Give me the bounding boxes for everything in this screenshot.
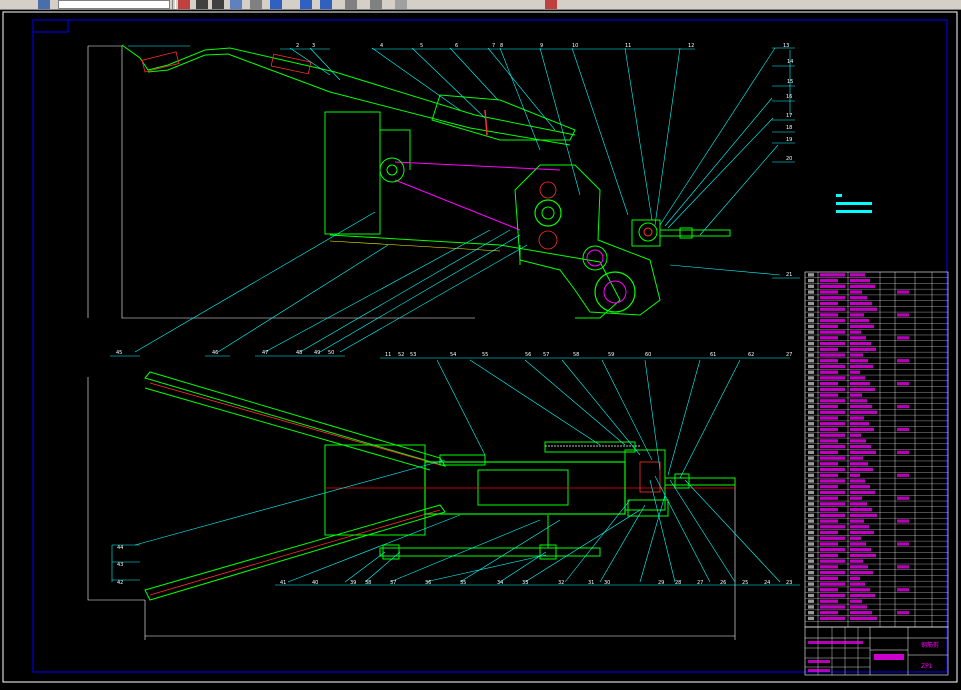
balloon-19: 19: [786, 137, 792, 143]
draw-icon[interactable]: [178, 0, 190, 9]
layer-dropdown[interactable]: [58, 0, 170, 9]
balloon-b-40: 40: [312, 580, 318, 586]
balloon-45: 45: [116, 350, 122, 356]
top-view: 2 3 4 5 6 7 8 9 10 11 12 13 14 15 16 17 …: [87, 43, 800, 357]
balloon-b-31: 31: [588, 580, 594, 586]
balloon-b-26: 26: [720, 580, 726, 586]
cad-toolbar: [0, 0, 961, 10]
balloon-b-53: 53: [410, 352, 416, 358]
title-block: 钢筋剪 ZP1: [804, 626, 949, 676]
balloon-b-52: 52: [398, 352, 404, 358]
bottom-view: 11 52 53 54 55 56 57 58 59 60 61 62 27 4…: [87, 352, 800, 640]
drawing-number: ZP1: [921, 663, 933, 670]
match-icon[interactable]: [300, 0, 312, 9]
balloon-b-27b: 27: [697, 580, 703, 586]
balloon-49: 49: [314, 350, 320, 356]
cad-drawing-canvas[interactable]: 2 3 4 5 6 7 8 9 10 11 12 13 14 15 16 17 …: [0, 10, 961, 686]
balloon-21: 21: [786, 272, 792, 278]
assembly-drawing: 2 3 4 5 6 7 8 9 10 11 12 13 14 15 16 17 …: [2, 11, 958, 683]
redo-icon[interactable]: [212, 0, 224, 9]
zoom-icon[interactable]: [230, 0, 242, 9]
balloon-2: 2: [296, 43, 299, 49]
balloon-b-24: 24: [764, 580, 770, 586]
undo-icon[interactable]: [196, 0, 208, 9]
balloon-b-56: 56: [525, 352, 531, 358]
polyline-icon[interactable]: [395, 0, 407, 9]
sheet-border: [2, 11, 958, 683]
balloon-b-42: 42: [117, 580, 123, 586]
erase-icon[interactable]: [545, 0, 557, 9]
insert-icon[interactable]: [345, 0, 357, 9]
pan-icon[interactable]: [250, 0, 262, 9]
balloon-b-34: 34: [497, 580, 503, 586]
balloon-18: 18: [786, 125, 792, 131]
balloon-b-32: 32: [558, 580, 564, 586]
frame-corner-box: [32, 19, 69, 33]
balloon-b-28: 28: [675, 580, 681, 586]
balloon-47: 47: [262, 350, 268, 356]
balloon-17: 17: [786, 113, 792, 119]
balloon-b-39: 39: [350, 580, 356, 586]
balloon-12: 12: [688, 43, 694, 49]
balloon-5: 5: [420, 43, 423, 49]
balloon-14: 14: [787, 59, 793, 65]
balloon-46: 46: [212, 350, 218, 356]
drawing-frame: [32, 19, 948, 673]
balloon-b-11: 11: [385, 352, 391, 358]
balloon-b-44: 44: [117, 545, 123, 551]
balloon-b-29: 29: [658, 580, 664, 586]
balloon-8: 8: [500, 43, 503, 49]
toolbar-separator: [172, 0, 176, 9]
balloon-b-58: 58: [573, 352, 579, 358]
balloon-b-30: 30: [604, 580, 610, 586]
balloon-15: 15: [787, 79, 793, 85]
balloon-b-62: 62: [748, 352, 754, 358]
balloon-50: 50: [328, 350, 334, 356]
balloon-4: 4: [380, 43, 383, 49]
balloon-b-59: 59: [608, 352, 614, 358]
balloon-b-37: 37: [390, 580, 396, 586]
balloon-11: 11: [625, 43, 631, 49]
balloon-b-25: 25: [742, 580, 748, 586]
balloon-48: 48: [296, 350, 302, 356]
balloon-20: 20: [786, 156, 792, 162]
balloon-9: 9: [540, 43, 543, 49]
balloon-b-57: 57: [543, 352, 549, 358]
balloon-16: 16: [786, 94, 792, 100]
balloon-b-54: 54: [450, 352, 456, 358]
balloon-3: 3: [312, 43, 315, 49]
technical-notes: [836, 194, 872, 213]
balloon-13: 13: [783, 43, 789, 49]
balloon-b-41: 41: [280, 580, 286, 586]
balloon-b-27: 27: [786, 352, 792, 358]
balloon-10: 10: [572, 43, 578, 49]
balloon-6: 6: [455, 43, 458, 49]
block-icon[interactable]: [320, 0, 332, 9]
balloon-b-35: 35: [460, 580, 466, 586]
balloon-b-33: 33: [522, 580, 528, 586]
balloon-7: 7: [492, 43, 495, 49]
balloon-b-38: 38: [365, 580, 371, 586]
line-icon[interactable]: [370, 0, 382, 9]
layer-icon[interactable]: [38, 0, 50, 9]
balloon-b-43: 43: [117, 562, 123, 568]
balloon-b-55: 55: [482, 352, 488, 358]
properties-icon[interactable]: [270, 0, 282, 9]
balloon-b-36: 36: [425, 580, 431, 586]
balloon-b-23: 23: [786, 580, 792, 586]
balloon-b-61: 61: [710, 352, 716, 358]
parts-list: [804, 271, 949, 628]
drawing-name: 钢筋剪: [921, 641, 939, 649]
balloon-b-60: 60: [645, 352, 651, 358]
